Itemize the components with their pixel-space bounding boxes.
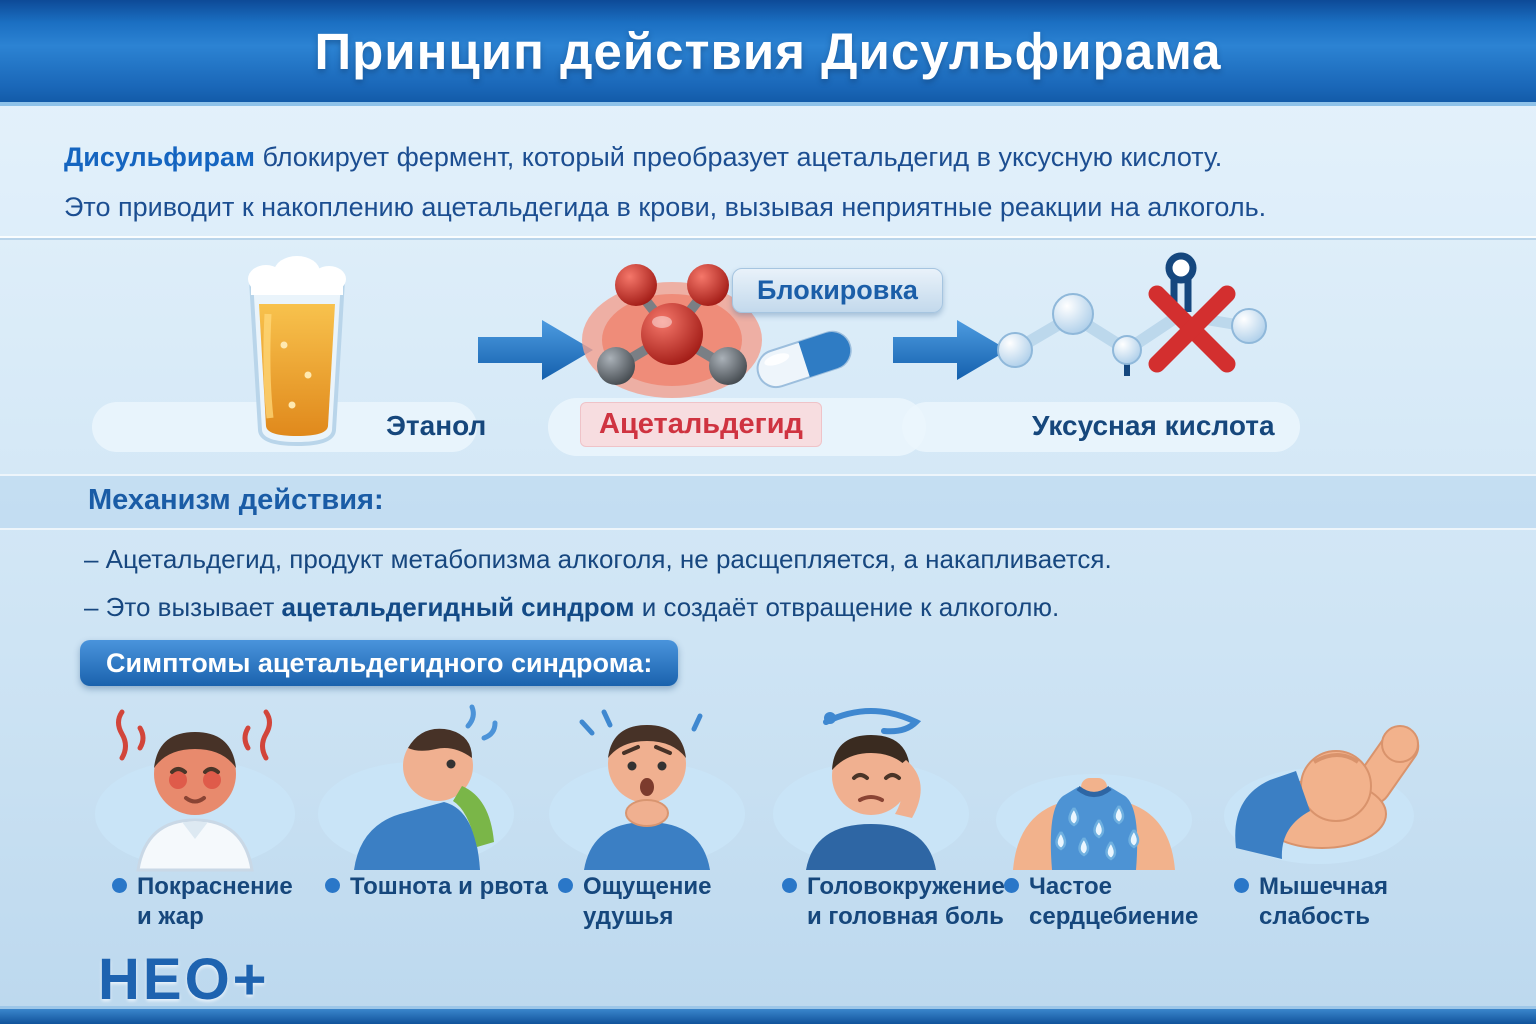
header-banner: Принцип действия Дисульфирама — [0, 0, 1536, 106]
mechanism-item-2-suffix: и создаёт отвращение к алкоголю. — [634, 592, 1060, 622]
bullet-icon — [782, 878, 797, 893]
mechanism-heading: Механизм действия: — [88, 484, 384, 516]
bullet-icon — [112, 878, 127, 893]
acetic-acid-blocked-icon — [997, 252, 1267, 376]
symptom-item: Тошнота и рвота — [325, 872, 555, 902]
bullet-icon — [558, 878, 573, 893]
bullet-icon — [1004, 878, 1019, 893]
acetaldehyde-molecule-icon — [582, 264, 762, 398]
syndrome-term: ацетальдегидный синдром — [281, 592, 635, 622]
acetic-acid-label: Уксусная кислота — [1032, 410, 1275, 441]
symptom-label: Мышечная слабость — [1259, 873, 1389, 930]
brand-logo: НЕО+ — [98, 947, 270, 1012]
beer-glass-icon — [248, 256, 346, 447]
intro-line-1-rest: блокирует фермент, который преобразует а… — [254, 142, 1223, 172]
section-divider — [0, 236, 1536, 238]
symptom-label: Частое сердцебиение — [1029, 873, 1199, 930]
symptoms-heading: Симптомы ацетальдегидного синдрома: — [80, 640, 679, 686]
symptom-label: Покраснение и жар — [137, 873, 293, 930]
acetaldehyde-label: Ацетальдегид — [580, 402, 822, 447]
symptom-item: Мышечная слабость — [1234, 872, 1449, 932]
drug-name: Дисульфирам — [64, 142, 255, 172]
mechanism-item-1: – Ацетальдегид, продукт метабопизма алко… — [84, 544, 1112, 574]
bullet-icon — [325, 878, 340, 893]
flushing-illustration — [95, 709, 295, 872]
symptom-label: Тошнота и рвота — [350, 873, 548, 900]
bullet-icon — [1234, 878, 1249, 893]
choking-illustration — [549, 709, 745, 870]
blocking-badge: Блокировка — [732, 268, 943, 313]
arrow-right-icon — [478, 320, 593, 380]
vomiting-illustration — [318, 704, 514, 870]
muscle-weakness-illustration — [1224, 725, 1420, 864]
dizziness-illustration — [773, 708, 969, 870]
ethanol-label: Этанол — [386, 410, 487, 441]
symptom-label: Ощущение удушья — [583, 873, 712, 930]
mechanism-item-2-prefix: – Это вызывает — [84, 592, 282, 622]
symptom-item: Ощущение удушья — [558, 872, 788, 932]
arrow-right-icon — [893, 320, 1008, 380]
intro-line-1: Дисульфирам блокирует фермент, который п… — [64, 142, 1484, 173]
puddle-shape — [902, 402, 1300, 452]
page-title: Принцип действия Дисульфирама — [314, 22, 1222, 80]
pill-capsule-icon — [756, 330, 852, 389]
red-x-icon — [1148, 285, 1236, 373]
sweating-illustration — [996, 774, 1192, 870]
symptom-item: Покраснение и жар — [112, 872, 327, 932]
mechanism-band — [0, 474, 1536, 530]
symptom-label: Головокружение и головная боль — [807, 873, 1005, 930]
mechanism-item-2: – Это вызывает ацетальдегидный синдром и… — [84, 592, 1484, 623]
footer-bar — [0, 1006, 1536, 1024]
symptom-item: Головокружение и головная боль — [782, 872, 1005, 932]
symptom-item: Частое сердцебиение — [1004, 872, 1219, 932]
intro-line-2: Это приводит к накоплению ацетальдегида … — [64, 192, 1267, 222]
